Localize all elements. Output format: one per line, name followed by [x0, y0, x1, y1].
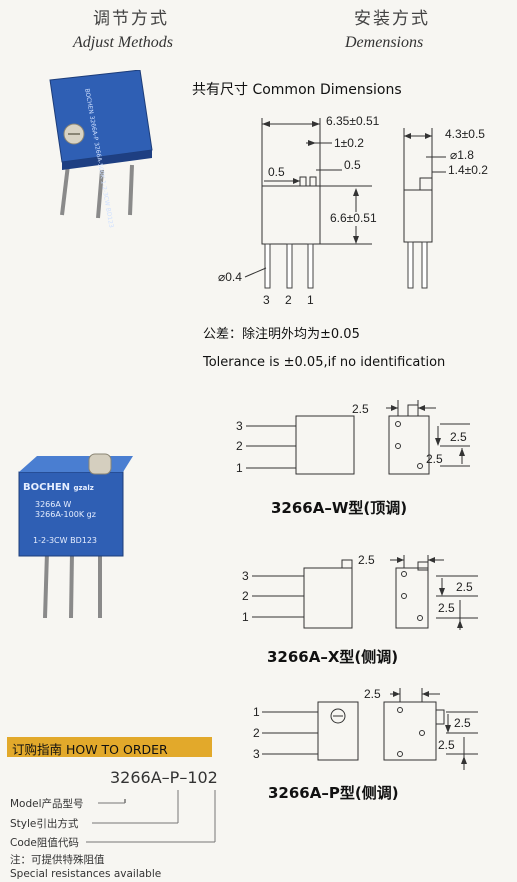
dim-1: 1±0.2: [334, 136, 364, 150]
adjust-methods-en: Adjust Methods: [73, 34, 173, 51]
x-dim-b: 2.5: [456, 580, 473, 594]
photo2-line2: 3266A-100K gz: [35, 510, 96, 519]
tolerance-en: Tolerance is ±0.05,if no identification: [203, 355, 446, 370]
x-pin-1: 1: [242, 610, 249, 624]
x-dim-a: 2.5: [358, 553, 375, 567]
how-to-order-label: 订购指南 HOW TO ORDER: [12, 742, 168, 757]
order-note-en: Special resistances available: [10, 868, 162, 880]
p-dim-a: 2.5: [364, 687, 381, 701]
p-pin-3: 3: [253, 747, 260, 761]
order-part-number: 3266A–P–102: [110, 768, 218, 787]
model-p-name: 3266A–P型(侧调): [268, 784, 399, 802]
w-dim-c: 2.5: [426, 452, 443, 466]
x-pin-2: 2: [242, 589, 249, 603]
dim-pin: ⌀0.4: [218, 270, 242, 284]
photo2-brand: BOCHEN gzalz: [23, 482, 94, 493]
pin-label-2: 2: [285, 293, 292, 307]
dim-height: 6.6±0.51: [330, 211, 377, 225]
dimensions-en: Demensions: [345, 34, 424, 51]
photo2-line1: 3266A W: [35, 500, 72, 509]
order-model-label: Model产品型号: [10, 798, 84, 810]
dimensions-zh: 安装方式: [354, 9, 430, 29]
photo-trimmer-top-adjust: BOCHEN 3266A-P 3266A-500K 1-2-3CW BD123: [40, 70, 160, 228]
photo2-line3: 1-2-3CW BD123: [33, 536, 97, 545]
w-pin-3: 3: [236, 419, 243, 433]
p-dim-c: 2.5: [438, 738, 455, 752]
common-dimensions-title: 共有尺寸 Common Dimensions: [192, 82, 402, 98]
pin-label-1: 1: [307, 293, 314, 307]
adjust-methods-zh: 调节方式: [93, 9, 169, 29]
w-pin-1: 1: [236, 461, 243, 475]
dim-05-left: 0.5: [268, 165, 285, 179]
w-dim-b: 2.5: [450, 430, 467, 444]
side-14: 1.4±0.2: [448, 163, 488, 177]
tolerance-zh: 公差：除注明外均为±0.05: [203, 327, 360, 342]
p-dim-b: 2.5: [454, 716, 471, 730]
order-style-label: Style引出方式: [10, 818, 79, 830]
how-to-order-bar: [7, 737, 212, 757]
pin-label-3: 3: [263, 293, 270, 307]
order-note-zh: 注：可提供特殊阻值: [10, 854, 105, 866]
w-dim-a: 2.5: [352, 402, 369, 416]
x-dim-c: 2.5: [438, 601, 455, 615]
photo-trimmer-side-adjust: BOCHEN gzalz 3266A W 3266A-100K gz 1-2-3…: [15, 452, 135, 622]
dim-width: 6.35±0.51: [326, 114, 380, 128]
order-code-label: Code阻值代码: [10, 837, 79, 849]
w-pin-2: 2: [236, 439, 243, 453]
model-w-name: 3266A–W型(顶调): [271, 499, 408, 517]
side-width: 4.3±0.5: [445, 127, 485, 141]
dim-05-right: 0.5: [344, 158, 361, 172]
x-pin-3: 3: [242, 569, 249, 583]
side-dia: ⌀1.8: [450, 148, 474, 162]
model-x-name: 3266A–X型(侧调): [267, 648, 399, 666]
p-pin-2: 2: [253, 726, 260, 740]
p-pin-1: 1: [253, 705, 260, 719]
